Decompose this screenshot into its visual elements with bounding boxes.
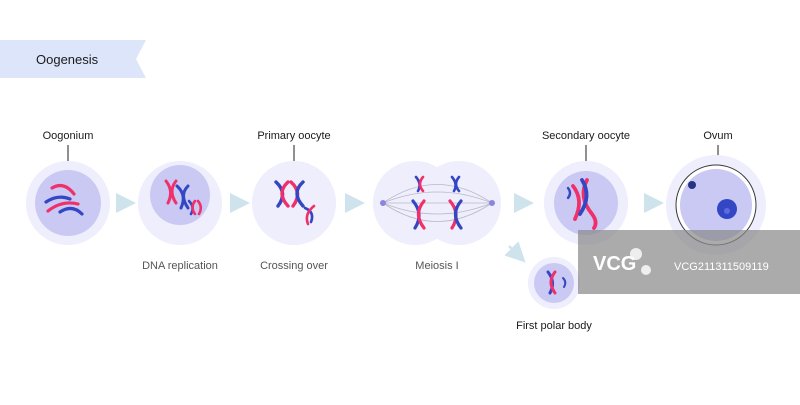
cell-primary-oocyte (252, 161, 336, 245)
label-meiosis-1: Meiosis I (415, 260, 458, 272)
watermark-id: VCG211311509119 (674, 261, 769, 273)
page-title: Oogenesis (36, 52, 99, 67)
label-ovum: Ovum (703, 130, 732, 142)
cell-dna-replication (138, 161, 222, 245)
watermark-logo: VCG (593, 253, 636, 275)
title-banner: Oogenesis (0, 40, 146, 78)
label-primary-oocyte: Primary oocyte (257, 130, 330, 142)
label-crossing-over: Crossing over (260, 260, 328, 272)
cell-first-polar-body (528, 257, 580, 309)
cell-oogonium (26, 161, 110, 245)
label-dna-replication: DNA replication (142, 260, 218, 272)
cell-secondary-oocyte (544, 161, 628, 245)
cell-meiosis-1 (373, 161, 501, 245)
label-first-polar-body: First polar body (516, 320, 592, 332)
watermark: VCG VCG211311509119 (578, 230, 800, 294)
label-oogonium: Oogonium (43, 130, 94, 142)
arrow-polar (504, 241, 526, 263)
label-secondary-oocyte: Secondary oocyte (542, 130, 630, 142)
